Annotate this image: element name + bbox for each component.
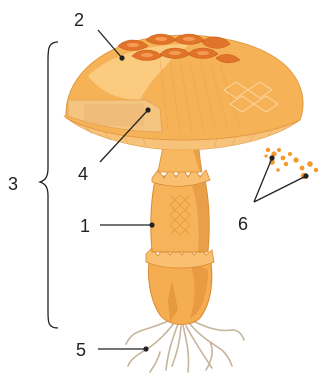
label-3: 3 (8, 174, 18, 194)
leader-6a (254, 158, 272, 202)
cap-flesh-texture (84, 104, 144, 126)
brace-3 (40, 42, 58, 328)
label-4: 4 (78, 164, 88, 184)
spores (264, 148, 318, 179)
mycelium-roots (126, 320, 244, 372)
leader-6b (254, 176, 306, 202)
label-6: 6 (238, 214, 248, 234)
label-2: 2 (74, 10, 84, 30)
label-5: 5 (76, 340, 86, 360)
label-1: 1 (80, 216, 90, 236)
